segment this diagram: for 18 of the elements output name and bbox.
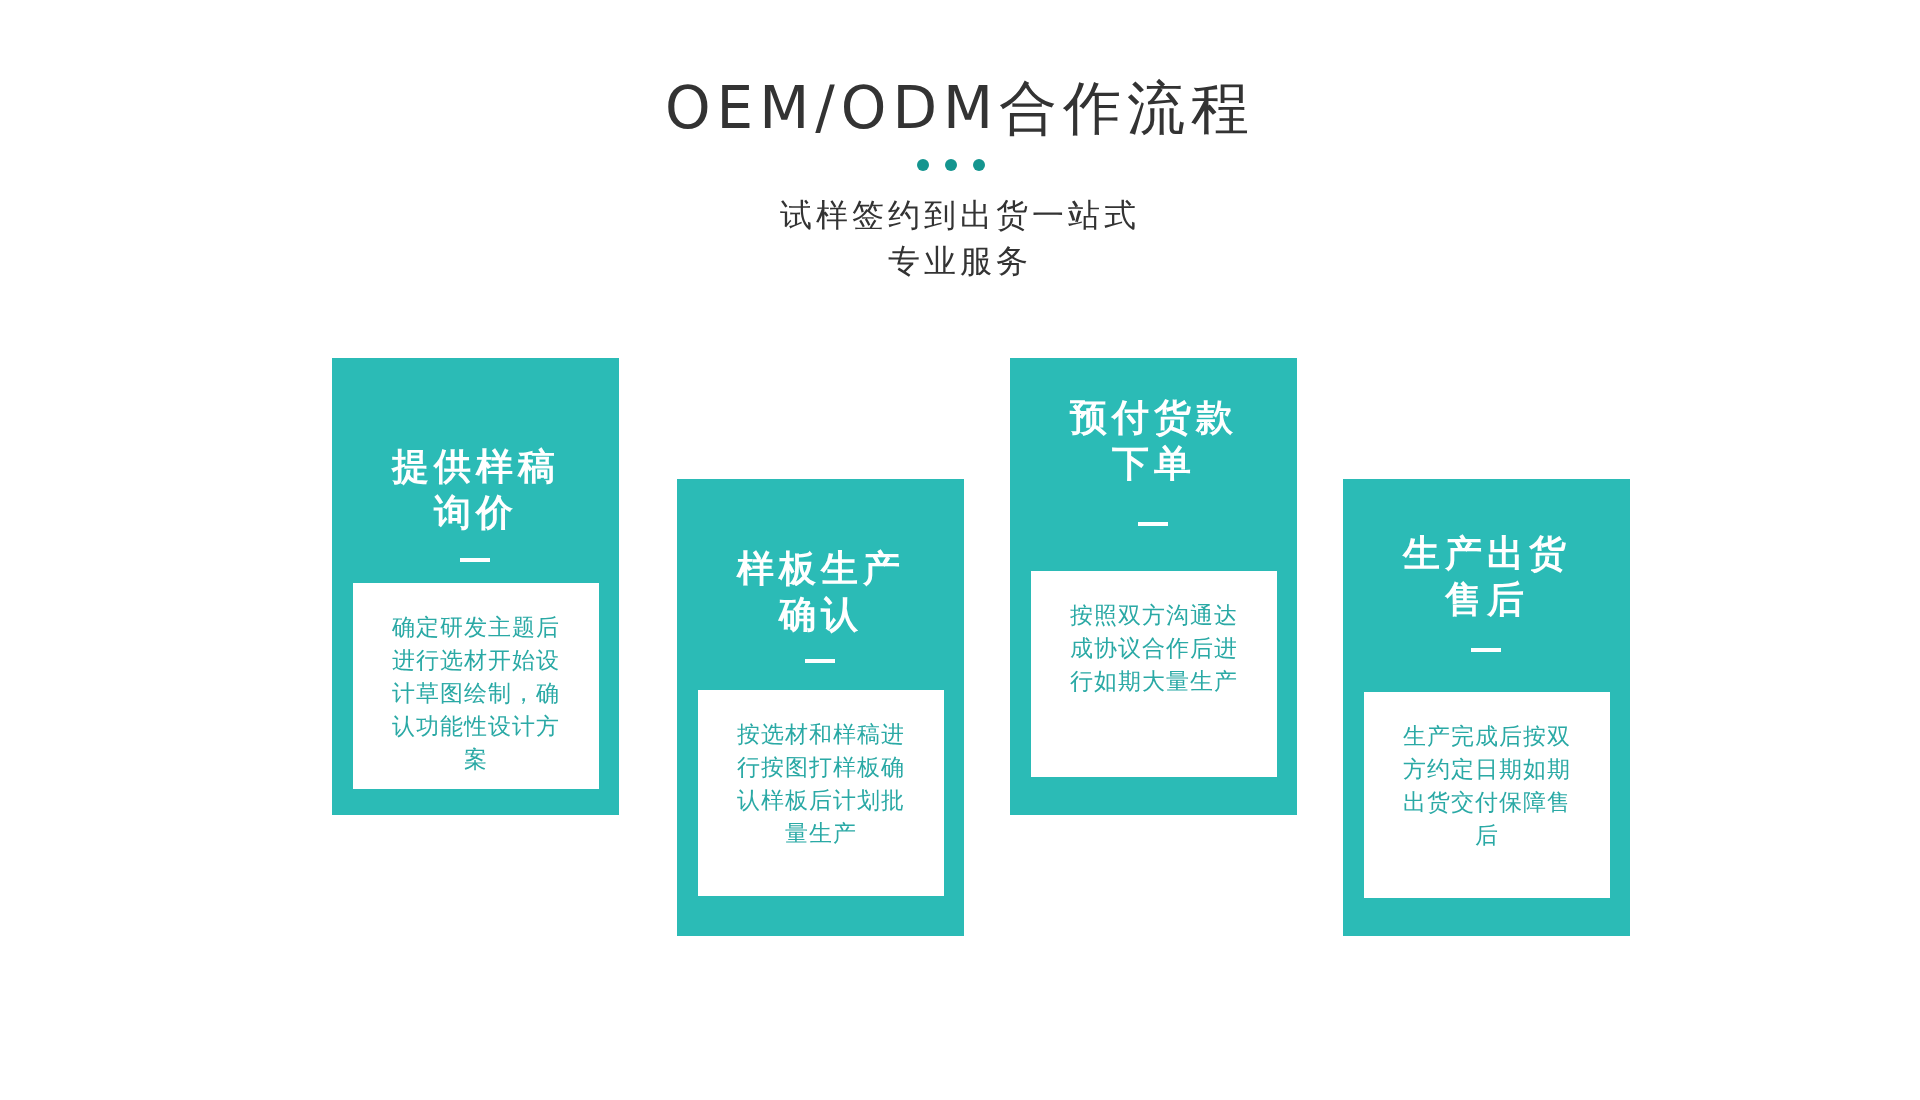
step-card <box>677 479 964 936</box>
step-title: 预付货款下单 <box>1068 395 1239 487</box>
text-panel <box>698 690 944 896</box>
step-card <box>1010 358 1297 815</box>
step-description: 生产完成后按双方约定日期如期出货交付保障售后 <box>1402 722 1572 850</box>
subtitle: 试样签约到出货一站式专业服务 <box>779 195 1141 282</box>
step-title: 提供样稿询价 <box>390 444 561 536</box>
step-card <box>332 358 619 815</box>
step-title: 生产出货售后 <box>1401 531 1572 623</box>
step-title: 样板生产确认 <box>735 546 906 638</box>
text-panel <box>1031 571 1277 777</box>
step-description: 按照双方沟通达成协议合作后进行如期大量生产 <box>1069 601 1239 696</box>
page-title: OEM/ODM合作流程 <box>664 73 1256 144</box>
step-description: 确定研发主题后进行选材开始设计草图绘制，确认功能性设计方案 <box>391 613 561 774</box>
step-description: 按选材和样稿进行按图打样板确认样板后计划批量生产 <box>736 720 906 848</box>
text-panel <box>1364 692 1610 898</box>
step-card <box>1343 479 1630 936</box>
text-panel <box>353 583 599 789</box>
